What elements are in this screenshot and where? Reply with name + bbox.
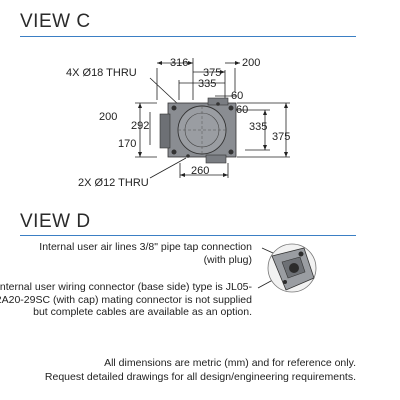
base-side-block	[159, 113, 171, 149]
arrow-335r-bottom	[263, 145, 267, 150]
arrow-375r-top	[284, 103, 288, 108]
view-d-title: VIEW D	[20, 211, 91, 232]
label-4x-holes: 4X Ø18 THRU	[66, 67, 137, 79]
dim-60-a: 60	[231, 90, 243, 102]
detail-wiring-connector	[289, 263, 299, 273]
dim-335-top: 335	[198, 78, 216, 90]
view-c-title: VIEW C	[20, 11, 91, 32]
dim-170: 170	[118, 138, 136, 150]
arrow-200l-bottom	[138, 152, 142, 157]
note-air-lines: Internal user air lines 3/8" pipe tap co…	[39, 241, 252, 266]
leader-2x	[149, 157, 187, 179]
arrow-375-top	[220, 70, 225, 74]
mount-hole-1	[171, 105, 177, 111]
view-c-divider	[20, 36, 356, 37]
pin-hole-2	[216, 102, 220, 106]
arrow-375r-bottom	[284, 152, 288, 157]
arrow-335r-top	[263, 110, 267, 115]
mount-hole-4	[228, 149, 234, 155]
dim-316: 316	[170, 57, 188, 69]
arrow-316-r	[188, 61, 193, 65]
pin-hole-1	[186, 154, 190, 158]
dim-200-left: 200	[99, 111, 117, 123]
footer-drawings-note: Request detailed drawings for all design…	[44, 371, 356, 383]
dim-375-top: 375	[203, 67, 221, 79]
robot-base	[159, 97, 237, 164]
arrow-316-l	[157, 61, 162, 65]
arrow-200-top	[235, 61, 240, 65]
view-d-detail	[257, 243, 317, 293]
detail-air-port-1	[298, 251, 304, 257]
leader-4x	[149, 77, 181, 107]
arrow-260-l	[180, 173, 185, 177]
label-2x-holes: 2X Ø12 THRU	[78, 177, 149, 189]
dim-60-b: 60	[236, 104, 248, 116]
note-wiring-connector: Internal user wiring connector (base sid…	[0, 281, 252, 318]
mount-hole-3	[171, 149, 177, 155]
dim-375-right: 375	[272, 131, 290, 143]
dim-260: 260	[191, 165, 209, 177]
arrow-200l-top	[138, 103, 142, 108]
mount-hole-2	[228, 105, 234, 111]
dim-200-top: 200	[242, 57, 260, 69]
arrow-260-r	[223, 173, 228, 177]
view-d-divider	[20, 235, 356, 236]
footer-dimensions-note: All dimensions are metric (mm) and for r…	[104, 357, 356, 369]
dim-292: 292	[131, 120, 149, 132]
detail-air-port-2	[283, 280, 287, 284]
base-bottom-tab	[205, 154, 227, 164]
dim-335-right: 335	[249, 121, 267, 133]
